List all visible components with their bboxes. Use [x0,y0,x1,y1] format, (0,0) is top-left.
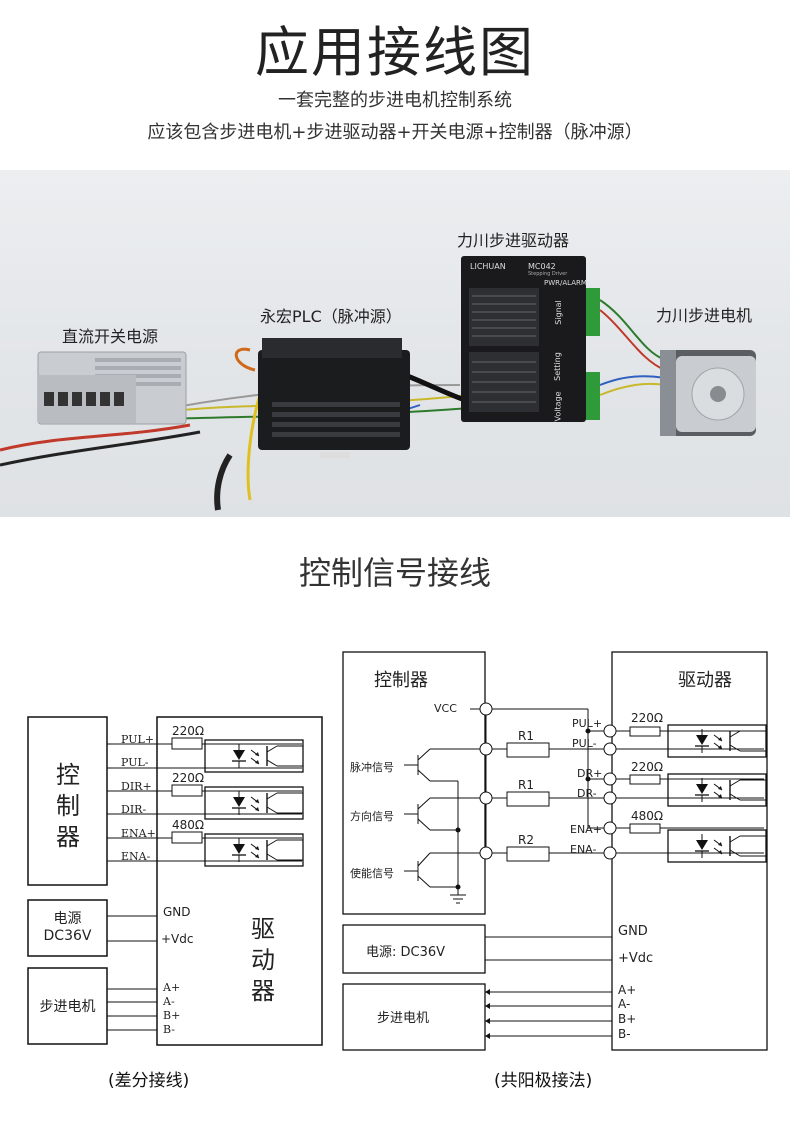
product-photo-illustration [0,256,756,511]
left-diagram [27,716,323,1046]
right-r-label-2: R1 [518,778,534,792]
right-pin-dr-plus: DR+ [577,767,603,780]
left-signal-dir-minus: DIR- [121,803,147,816]
right-resistor-2: 220Ω [631,760,664,774]
right-caption: (共阳极接法) [494,1071,593,1091]
left-power-label-1: 电源 [53,911,82,927]
left-power-box [27,899,108,957]
driver-model: MC042 [528,262,556,271]
left-gnd-label: GND [163,905,191,919]
right-vdc-label: +Vdc [618,951,654,966]
right-diagram [342,651,768,1051]
left-vdc-label: +Vdc [161,932,194,946]
right-power-box [342,924,486,974]
right-pin-ena-plus: ENA+ [570,823,602,836]
left-motor-pin-a-plus: A+ [163,981,181,994]
left-resistor-2: 220Ω [172,771,205,785]
right-resistor-1: 220Ω [631,711,664,725]
right-motor-box [342,983,486,1051]
left-motor-label: 步进电机 [39,999,96,1015]
subtitle-1: 一套完整的步进电机控制系统 [278,90,512,111]
subtitle-2: 应该包含步进电机+步进驱动器+开关电源+控制器（脉冲源） [147,122,643,143]
right-pulse-signal-label: 脉冲信号 [350,761,394,774]
right-pin-pul-minus: PUL- [572,737,597,750]
left-resistor-1: 220Ω [172,724,205,738]
right-motor-pin-a-minus: A- [618,997,631,1011]
label-driver: 力川步进驱动器 [457,231,570,250]
right-enable-signal-label: 使能信号 [350,867,394,880]
left-signal-ena-minus: ENA- [121,850,151,863]
driver-sub: Stepping Driver [528,271,568,277]
right-controller-label: 控制器 [374,670,428,691]
driver-brand: LICHUAN [470,262,506,271]
product-photo: LICHUAN MC042 Stepping Driver PWR/ALARM … [0,170,790,517]
right-gnd-label: GND [618,924,648,939]
left-motor-pin-b-minus: B- [163,1023,176,1036]
right-resistor-3: 480Ω [631,809,664,823]
right-r-label-3: R2 [518,833,534,847]
left-signal-dir-plus: DIR+ [121,780,152,793]
right-motor-label: 步进电机 [377,1011,430,1026]
right-controller-box [342,651,486,915]
left-controller-box [27,716,108,886]
right-driver-label: 驱动器 [678,670,732,691]
left-motor-pin-b-plus: B+ [163,1009,181,1022]
right-pin-dr-minus: DR- [577,787,597,800]
left-signal-ena-plus: ENA+ [121,827,156,840]
right-power-label: 电源: DC36V [366,945,446,960]
right-pin-pul-plus: PUL+ [572,717,603,730]
right-vcc-label: VCC [434,702,457,715]
driver-status: PWR/ALARM [544,279,587,287]
right-motor-pin-a-plus: A+ [618,983,637,997]
right-motor-pin-b-minus: B- [618,1027,631,1041]
right-r-label-1: R1 [518,729,534,743]
left-motor-pin-a-minus: A- [163,995,175,1008]
label-power-supply: 直流开关电源 [62,327,159,346]
left-signal-pul-plus: PUL+ [121,733,154,746]
left-driver-label: 驱动器 [251,915,275,1005]
label-motor: 力川步进电机 [656,306,753,325]
right-pin-ena-minus: ENA- [570,843,597,856]
left-resistor-3: 480Ω [172,818,205,832]
section-title: 控制信号接线 [298,554,491,592]
label-plc: 永宏PLC（脉冲源） [260,307,402,326]
right-driver-box [611,651,768,1051]
left-motor-box [27,967,108,1045]
left-signal-pul-minus: PUL- [121,756,149,769]
left-caption: (差分接线) [108,1071,190,1091]
right-motor-pin-b-plus: B+ [618,1012,637,1026]
left-power-label-2: DC36V [43,928,92,944]
right-direction-signal-label: 方向信号 [350,810,394,823]
left-controller-label: 控制器 [56,761,80,851]
page-title: 应用接线图 [255,21,535,84]
